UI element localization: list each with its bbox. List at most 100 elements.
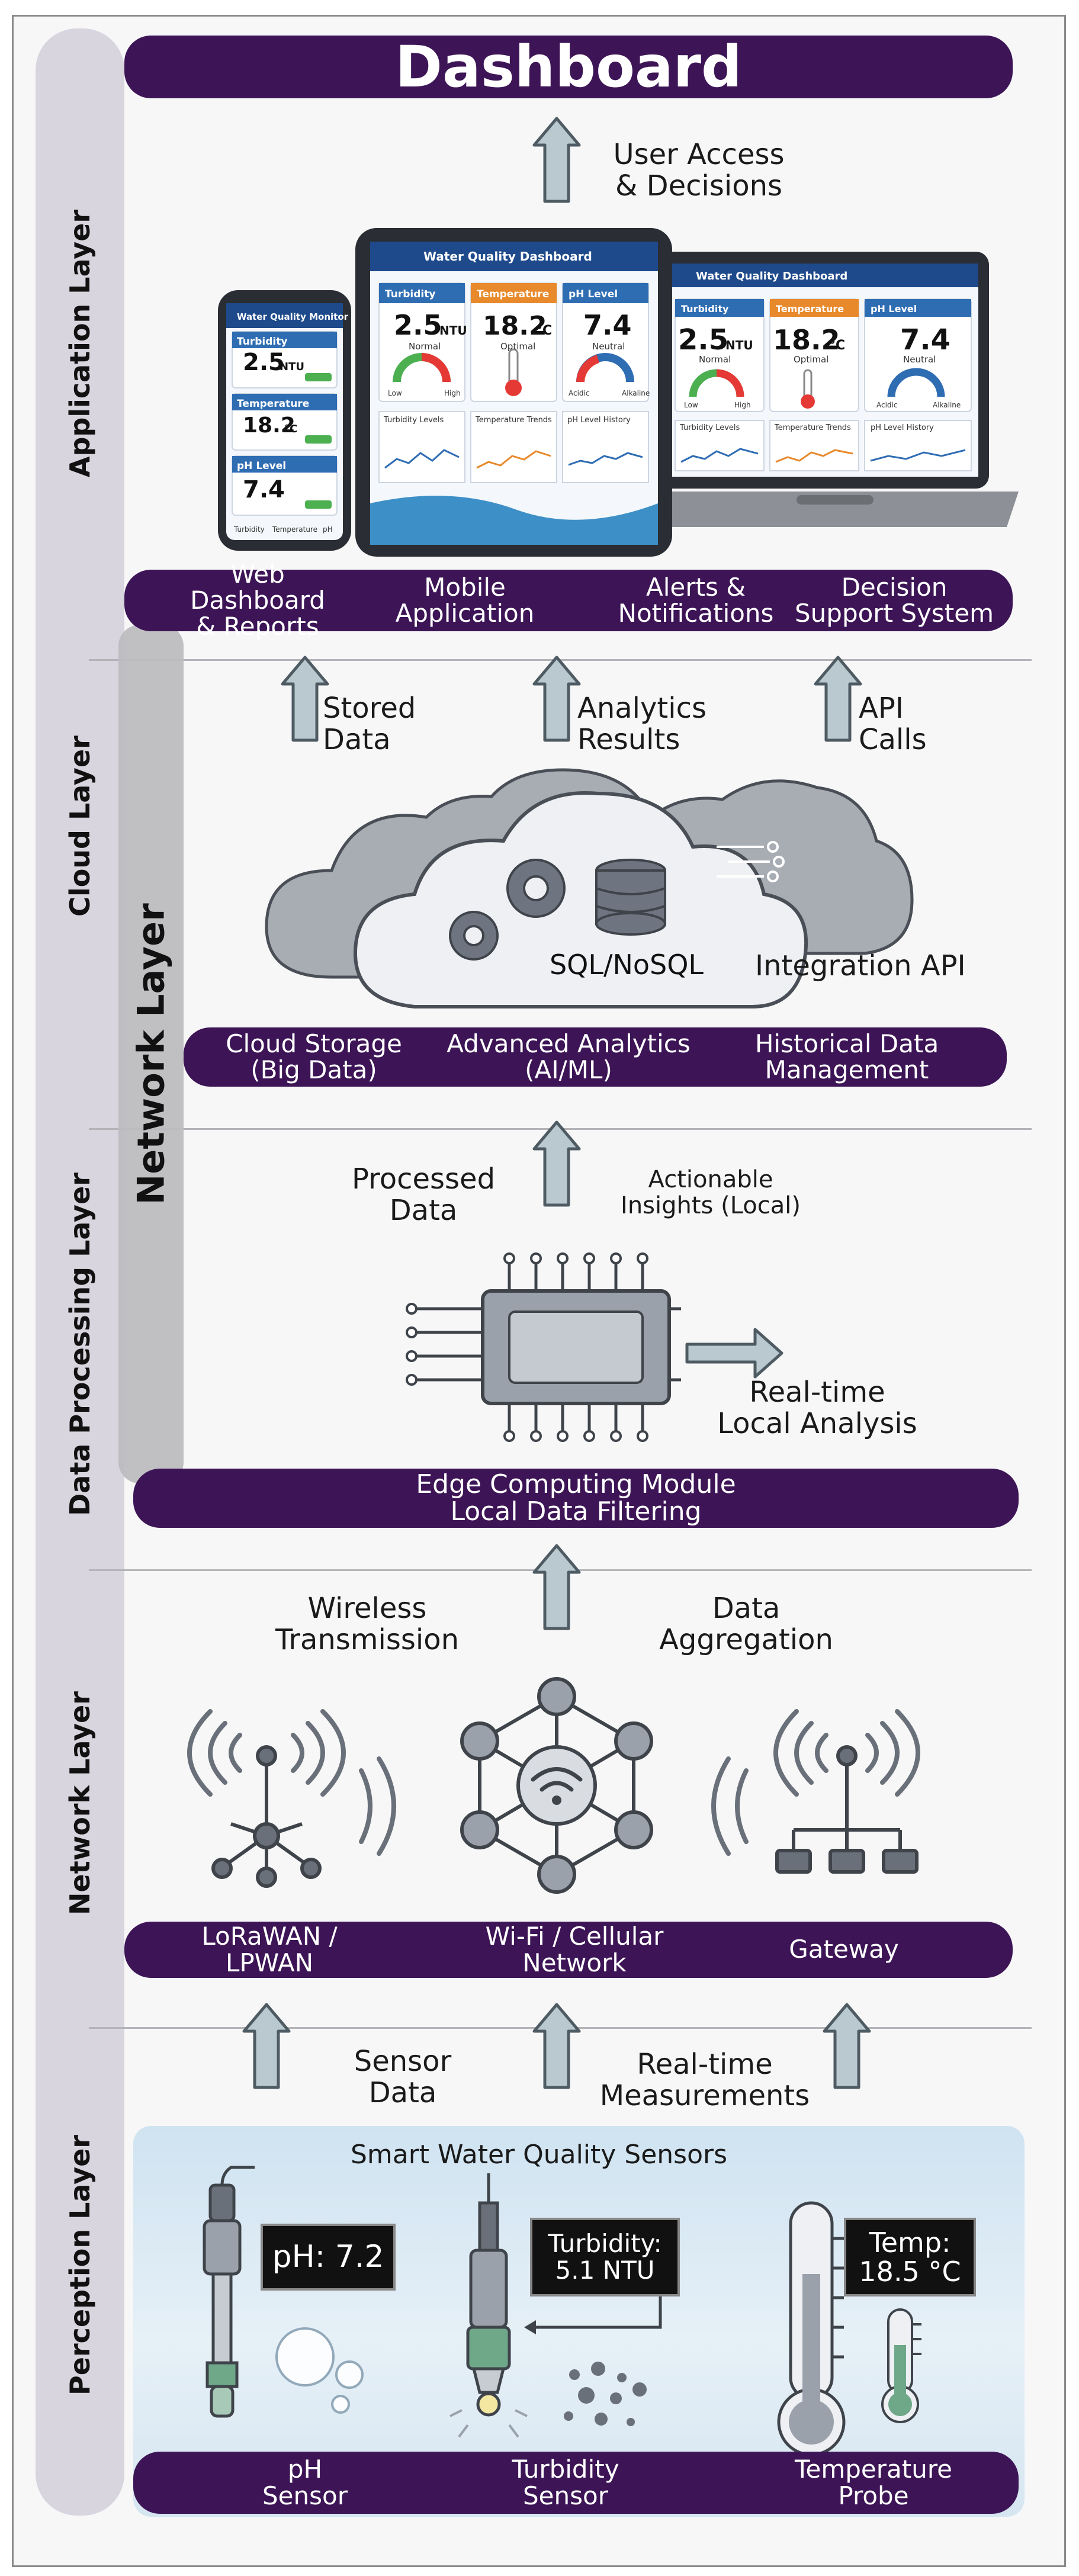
turbidity-readout-value: 5.1 NTU [555,2255,655,2285]
wifi-mesh-icon [460,1677,653,1894]
tablet-chart-turbidity: Turbidity Levels [383,416,444,425]
label-sensor-data: Sensor Data [354,2045,452,2109]
tablet-gauge-alkaline: Alkaline [622,389,650,397]
laptop-chart-ph: pH Level History [871,423,934,432]
tablet-card-temperature-label: Temperature [477,288,549,300]
label-user-access: User Access & Decisions [613,138,785,203]
tablet-chart-ph: pH Level History [567,416,631,425]
tablet-gauge-low: Low [388,389,402,397]
ph-readout: pH: 7.2 [261,2224,396,2291]
sensors-title: Smart Water Quality Sensors [350,2140,728,2170]
layer-side-strip [36,28,124,2516]
phone-turbidity-value: 2.5 [243,349,285,376]
tablet-turbidity-value: 2.5 [394,309,442,341]
tablet-ph-value: 7.4 [583,309,632,341]
label-processed-data: Processed Data [351,1162,496,1227]
ph-readout-value: pH: 7.2 [272,2239,384,2275]
thermometer-icon [777,2201,846,2456]
tablet-gauge-acidic: Acidic [569,389,589,397]
temp-readout: Temp: 18.5 °C [844,2218,976,2296]
network-item-wifi-cellular: Wi-Fi / Cellular Network [485,1922,664,1977]
tablet-status-neutral: Neutral [592,341,625,352]
phone-title: Water Quality Monitor [237,311,349,322]
wifi-icon [531,1767,583,1792]
tablet-status-normal: Normal [409,341,441,352]
tablet-cards [378,282,649,483]
database-icon [595,859,666,936]
laptop-card-ph-label: pH Level [871,303,917,314]
label-realtime-measurements: Real-time Measurements [599,2048,810,2112]
laptop-title: Water Quality Dashboard [696,270,847,282]
sensor-item-temperature: Temperature Probe [794,2455,953,2510]
laptop-turbidity-value: 2.5 [678,323,728,356]
phone-card-ph-label: pH Level [237,460,286,472]
laptop-status-neutral: Neutral [903,354,936,365]
phone-tab-ph: pH [323,525,333,534]
temp-readout-label: Temp: [869,2227,951,2259]
cloud-item-analytics: Advanced Analytics (AI/ML) [447,1029,691,1084]
laptop-gauge-low: Low [684,401,698,409]
laptop-cards [675,298,972,471]
label-analytics-results: Analytics Results [577,692,707,756]
gear-icon [449,859,566,961]
laptop-gauge-high: High [734,401,751,409]
laptop-chart-temperature: Temperature Trends [774,423,851,432]
laptop-chart-turbidity: Turbidity Levels [679,423,740,432]
processing-bar: Edge Computing Module Local Data Filteri… [133,1469,1019,1528]
lora-antenna-icon [187,1709,396,1856]
laptop-status-optimal: Optimal [794,354,828,365]
phone-temperature-value: 18.2 [243,413,296,438]
gateway-hub-icon [775,1745,919,1874]
cloud-bar: Cloud Storage (Big Data) Advanced Analyt… [184,1027,1007,1087]
bubbles-icon [275,2327,364,2414]
tablet-temperature-value: 18.2 [483,311,547,341]
tablet-title: Water Quality Dashboard [423,249,592,264]
laptop-turbidity-unit: NTU [725,338,753,352]
temp-readout-value: 18.5 °C [859,2255,961,2288]
sensor-item-ph: pH Sensor [262,2455,348,2510]
label-api-calls: API Calls [859,692,927,756]
phone-ph-value: 7.4 [243,476,285,503]
lora-node-icon [211,1745,322,1888]
app-item-decision-support: Decision Support System [795,572,994,628]
label-realtime-local: Real-time Local Analysis [717,1376,917,1440]
phone-tab-temperature: Temperature [272,525,317,534]
particles-icon [564,2362,647,2426]
tablet-gauge-high: High [444,389,461,397]
turbidity-pointer-line [533,2292,662,2329]
tablet-card-ph-label: pH Level [569,288,618,300]
label-actionable-insights: Actionable Insights (Local) [621,1166,801,1219]
laptop-temperature-value: 18.2 [773,324,840,356]
network-item-lorawan: LoRaWAN / LPWAN [201,1922,338,1977]
turbidity-probe-icon [466,2173,511,2417]
tablet-card-turbidity-label: Turbidity [385,288,435,300]
network-bar: LoRaWAN / LPWAN Wi-Fi / Cellular Network… [124,1922,1013,1978]
processing-bar-label: Edge Computing Module Local Data Filteri… [416,1469,736,1527]
network-links-icon [717,841,785,882]
phone-card-turbidity-label: Turbidity [237,336,287,348]
laptop-temperature-unit: °C [829,338,845,353]
label-data-aggregation: Data Aggregation [659,1592,833,1656]
gateway-antenna-icon [711,1709,920,1856]
sensor-bar: pH Sensor Turbidity Sensor Temperature P… [133,2452,1019,2514]
phone-card-temperature-label: Temperature [237,398,309,410]
cpu-chip-icon [406,1252,681,1442]
network-item-gateway: Gateway [789,1935,899,1964]
app-item-alerts: Alerts & Notifications [618,572,774,628]
laptop-gauge-alkaline: Alkaline [933,401,961,409]
laptop-status-normal: Normal [699,354,731,365]
ph-probe-icon [203,2166,255,2418]
tablet-chart-temperature: Temperature Trends [475,416,552,425]
laptop-gauge-acidic: Acidic [876,401,897,409]
light-rays-icon [449,2409,528,2438]
laptop-card-turbidity-label: Turbidity [681,303,729,314]
tablet-turbidity-unit: NTU [439,323,467,338]
arrow-realtime-analysis [685,1328,783,1379]
laptop-card-temperature-label: Temperature [776,303,844,314]
dashboard-title: Dashboard [124,34,1013,100]
